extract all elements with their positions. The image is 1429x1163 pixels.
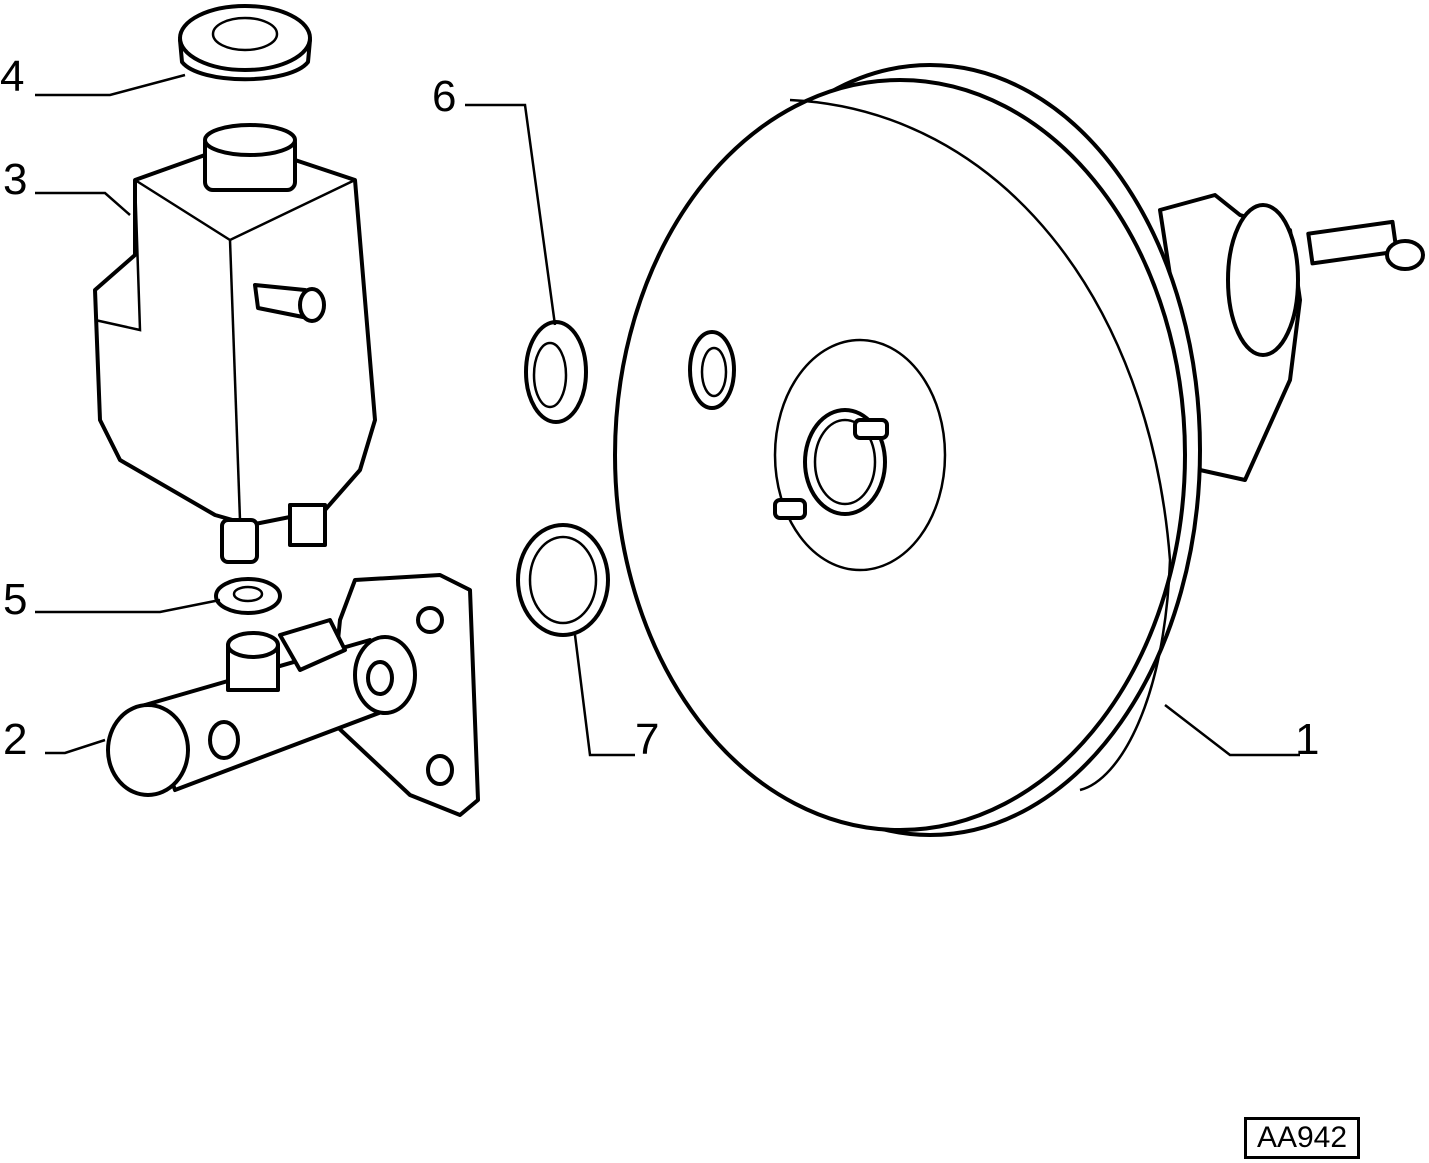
reservoir-cap <box>178 4 312 82</box>
leader-line-3 <box>35 191 131 216</box>
brake-booster <box>613 63 1425 837</box>
leader-line-5 <box>35 598 221 614</box>
callout-7: 7 <box>635 715 660 764</box>
leader-line-7 <box>573 634 635 757</box>
seal-7 <box>516 523 610 637</box>
callout-4: 4 <box>0 52 25 101</box>
fluid-reservoir <box>93 123 377 564</box>
callout-2: 2 <box>3 715 28 764</box>
leader-line-4 <box>35 73 186 97</box>
washer-5 <box>214 577 282 615</box>
callout-5: 5 <box>3 575 28 624</box>
callout-3: 3 <box>3 155 28 204</box>
leader-line-2 <box>45 738 106 755</box>
callout-6: 6 <box>432 72 457 121</box>
leader-line-6 <box>465 103 557 326</box>
leader-line-1 <box>1164 704 1300 757</box>
master-cylinder <box>106 573 480 817</box>
callout-1: 1 <box>1295 715 1320 764</box>
reference-code-box: AA942 <box>1244 1117 1360 1159</box>
seal-6 <box>524 320 588 424</box>
